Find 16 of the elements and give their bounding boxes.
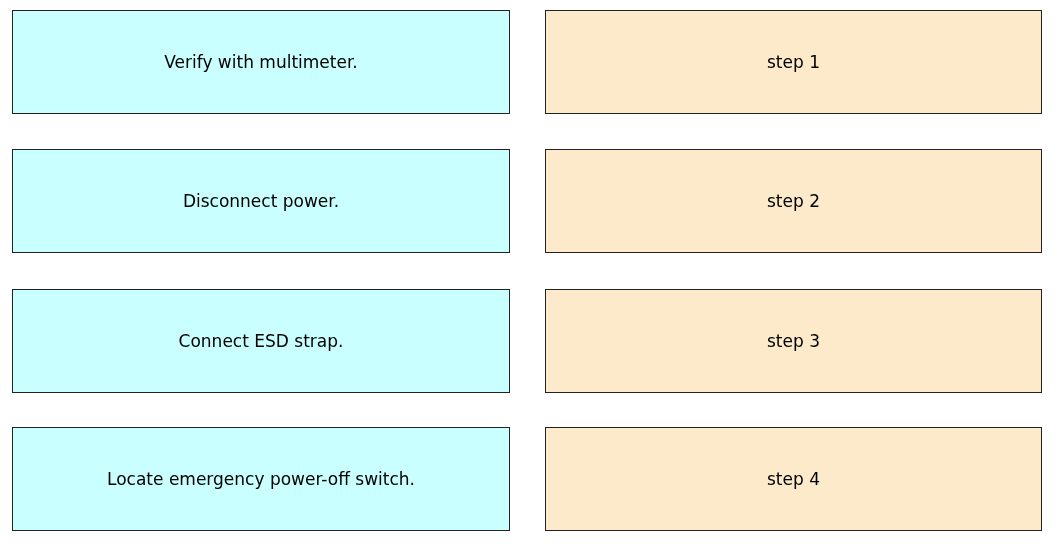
step-label: step 4 [767, 469, 820, 489]
step-label: step 1 [767, 52, 820, 72]
action-text: Disconnect power. [182, 191, 340, 211]
step-slot [545, 289, 1042, 393]
action-text: Connect ESD strap. [178, 331, 344, 351]
step-slot [545, 427, 1042, 531]
step-label: step 2 [767, 191, 820, 211]
action-card [12, 149, 510, 253]
action-card [12, 289, 510, 393]
action-card [12, 10, 510, 114]
step-label: step 3 [767, 331, 820, 351]
action-text: Locate emergency power-off switch. [107, 469, 415, 489]
step-slot [545, 10, 1042, 114]
action-card [12, 427, 510, 531]
action-text: Verify with multimeter. [164, 52, 358, 72]
step-slot [545, 149, 1042, 253]
